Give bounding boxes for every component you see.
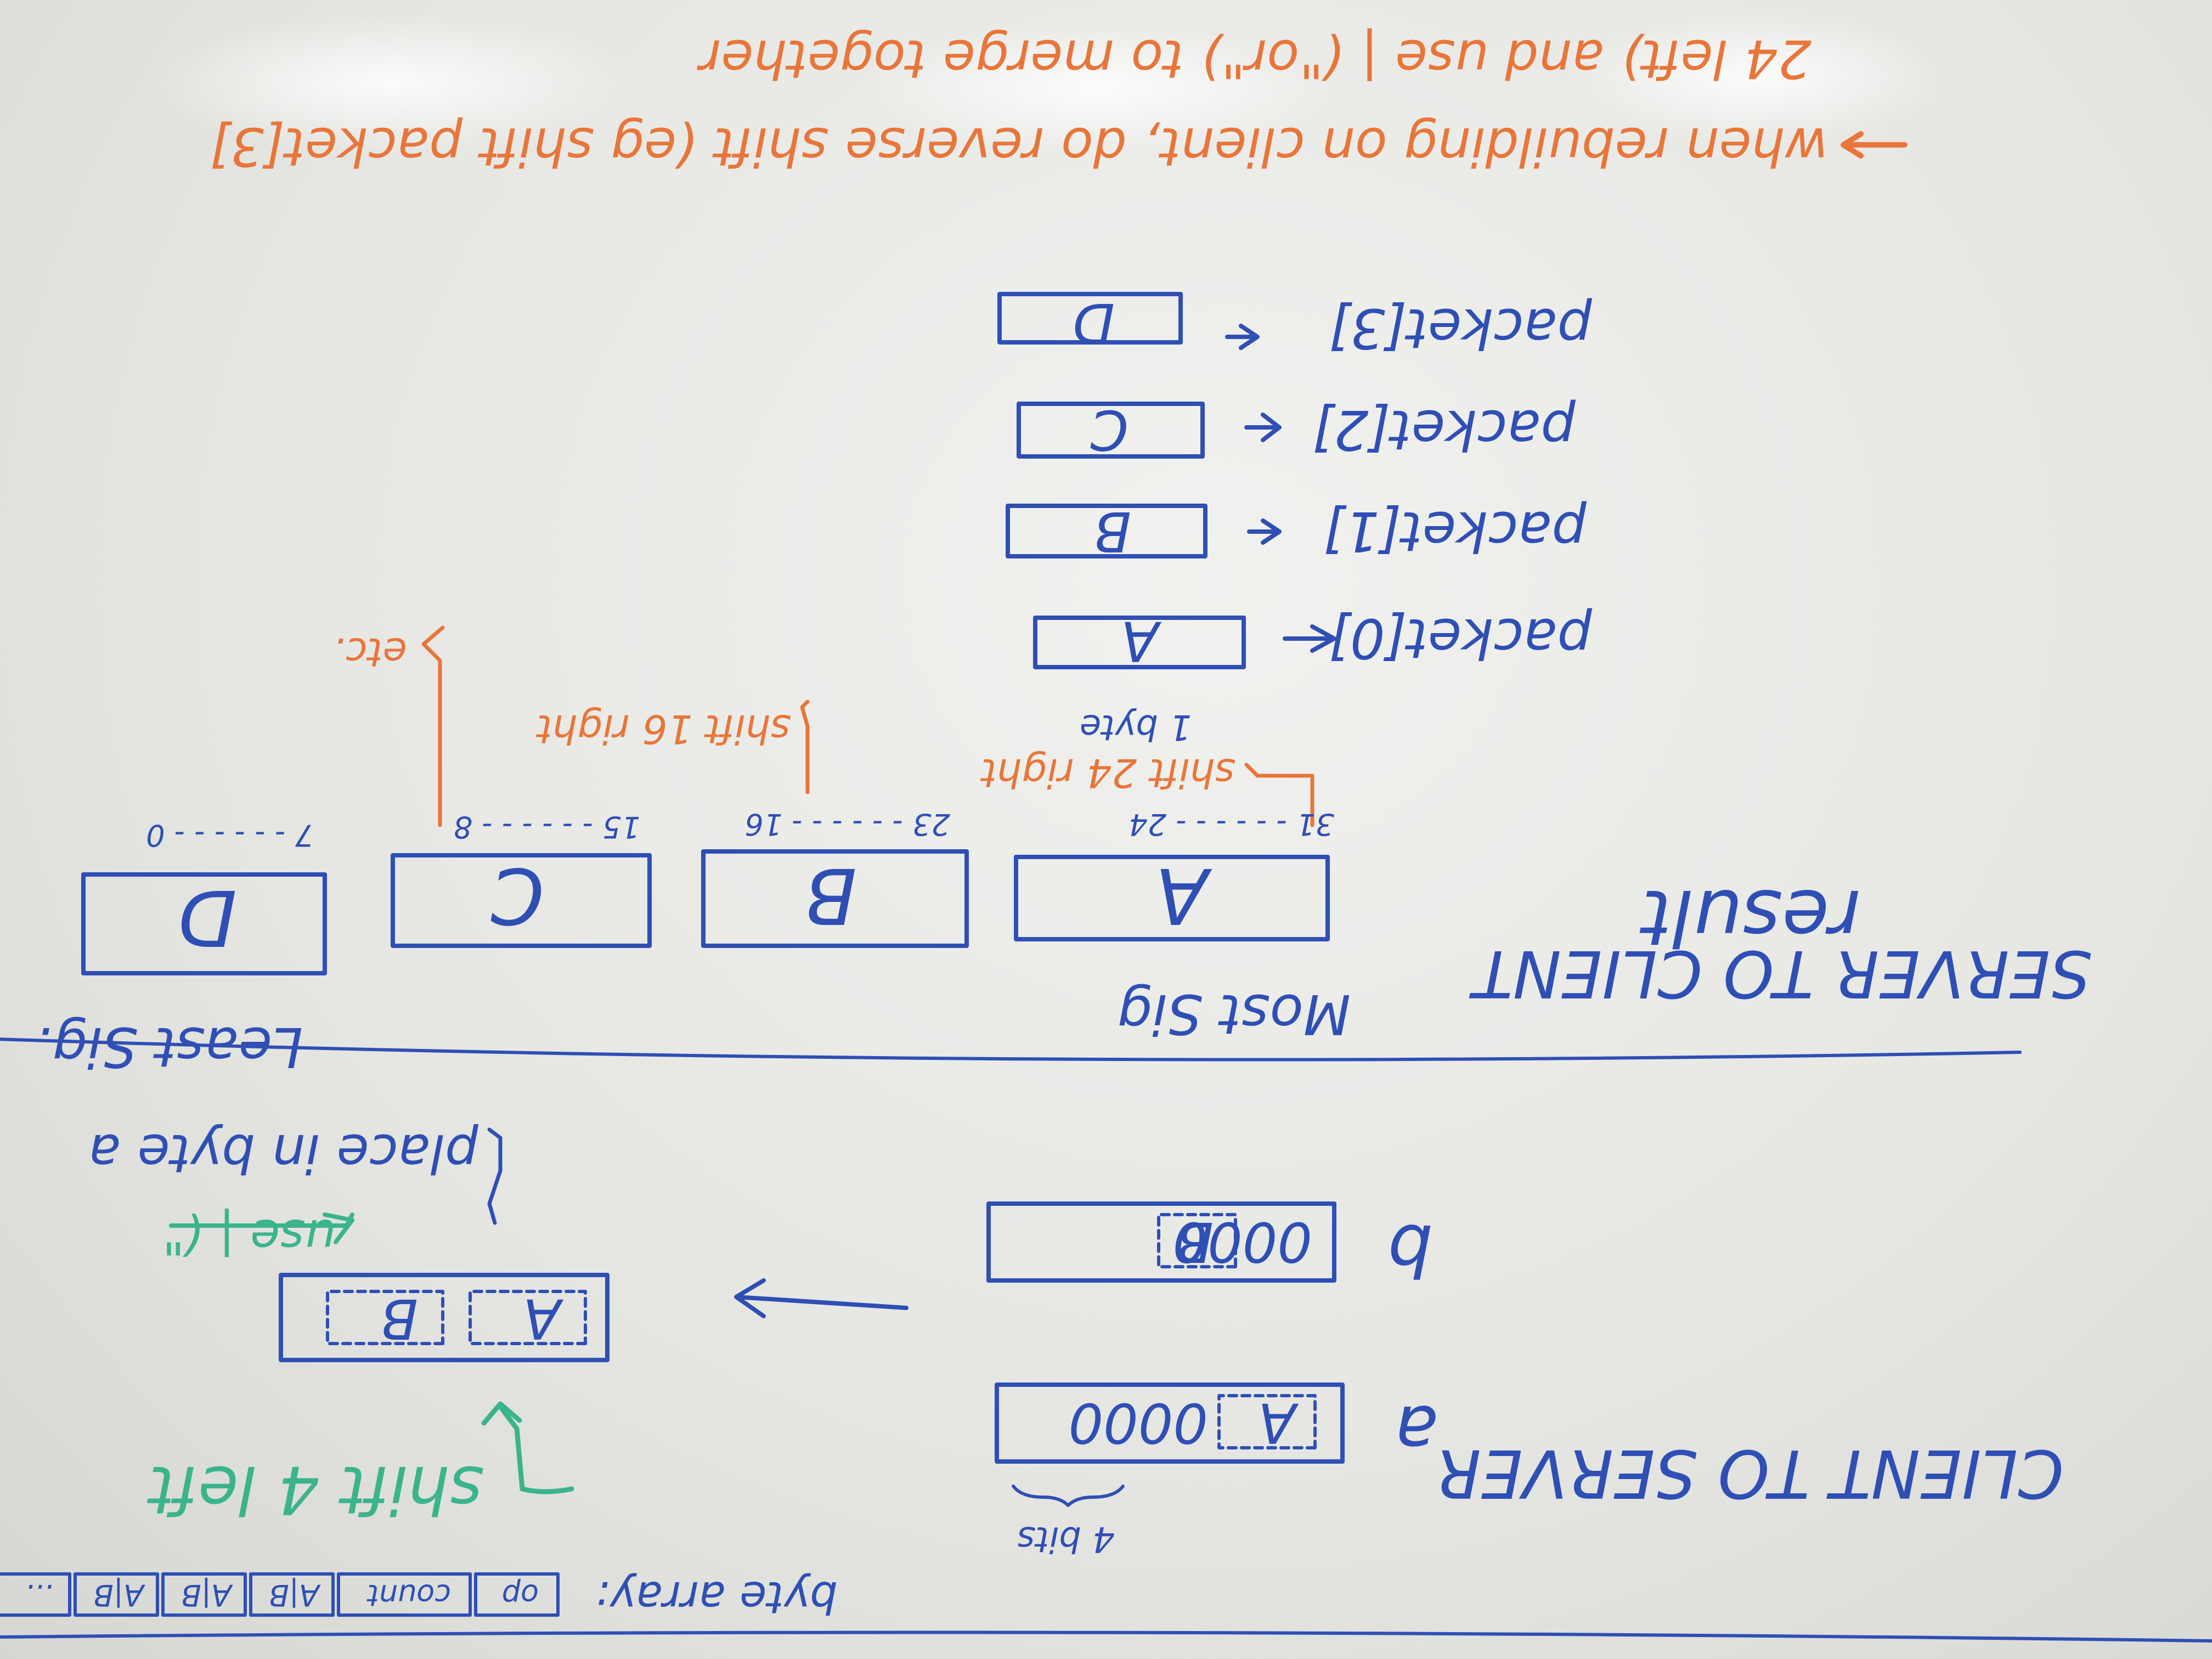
merge-arrow bbox=[734, 1278, 909, 1318]
nibble-b-zeros: 0000 bbox=[1173, 1210, 1313, 1274]
merged-a-dashed bbox=[469, 1290, 587, 1345]
shift-16-label: shift 16 right bbox=[535, 706, 791, 752]
packet-2-label: packet[2] bbox=[1312, 398, 1576, 462]
byte-cell-more bbox=[0, 1572, 71, 1617]
var-a-label: a bbox=[1395, 1390, 1438, 1473]
packet-0-box bbox=[1033, 616, 1246, 669]
use-or-label: use | (" bbox=[162, 1208, 336, 1265]
packet-3-label: packet[3] bbox=[1329, 296, 1593, 360]
merged-b-value: B bbox=[380, 1286, 418, 1351]
note-line-1: when rebuilding on client, do reverse sh… bbox=[210, 116, 1828, 177]
four-bits-brace bbox=[1012, 1485, 1125, 1507]
result-box-c bbox=[391, 853, 652, 948]
packet-0-arrow bbox=[1283, 624, 1336, 653]
etc-bracket bbox=[421, 625, 445, 827]
packet-0-label: packet[0] bbox=[1329, 606, 1593, 670]
result-box-a bbox=[1014, 855, 1330, 941]
merged-a-value: A bbox=[523, 1286, 564, 1351]
byte-cell-op-text: op bbox=[502, 1578, 539, 1612]
nibble-box-b bbox=[986, 1201, 1336, 1283]
packet-2-arrow bbox=[1244, 413, 1282, 442]
merged-box bbox=[279, 1273, 610, 1362]
result-box-b bbox=[701, 849, 969, 948]
packet-3-arrow bbox=[1225, 324, 1260, 350]
byte-cell-ab-2 bbox=[161, 1572, 247, 1617]
byte-cell-more-text: ... bbox=[25, 1578, 54, 1612]
byte-array-label: byte array: bbox=[595, 1572, 838, 1623]
etc-label: etc. bbox=[333, 629, 407, 675]
result-value-d: D bbox=[178, 872, 237, 962]
bit-range-d: 7 - - - - - - 0 bbox=[146, 818, 314, 853]
result-label: result bbox=[1639, 872, 1861, 962]
server-to-client-label: SERVER TO CLIENT bbox=[1469, 936, 2091, 1012]
four-bits-label: 4 bits bbox=[1017, 1519, 1115, 1559]
byte-cell-ab-1 bbox=[249, 1572, 335, 1617]
shift-24-label: shift 24 right bbox=[980, 750, 1235, 796]
byte-cell-op bbox=[474, 1572, 560, 1617]
note-arrow bbox=[1841, 131, 1908, 159]
packet-1-value: B bbox=[1093, 499, 1131, 563]
packet-1-label: packet[1] bbox=[1323, 499, 1587, 563]
one-byte-label: 1 byte bbox=[1080, 707, 1192, 747]
var-b-label: b bbox=[1387, 1209, 1433, 1292]
place-bracket bbox=[487, 1127, 503, 1225]
byte-cell-count bbox=[337, 1572, 472, 1617]
packet-1-box bbox=[1006, 504, 1207, 558]
place-in-byte-label: place in byte a bbox=[88, 1122, 479, 1184]
packet-2-value: C bbox=[1090, 398, 1128, 462]
bit-range-c: 15 - - - - - - 8 bbox=[454, 810, 640, 844]
merged-b-dashed bbox=[326, 1290, 444, 1345]
shift-4-arrow bbox=[481, 1401, 574, 1494]
packet-2-box bbox=[1017, 402, 1205, 459]
packet-3-box bbox=[997, 292, 1183, 345]
byte-cell-count-text: count bbox=[366, 1578, 451, 1612]
nibble-a-zeros: 0000 bbox=[1069, 1391, 1209, 1455]
divider-line bbox=[0, 1037, 2022, 1062]
result-value-b: B bbox=[804, 850, 857, 940]
bit-range-b: 23 - - - - - - 16 bbox=[745, 807, 951, 842]
nibble-box-a bbox=[995, 1383, 1345, 1464]
packet-0-value: A bbox=[1121, 609, 1162, 673]
bit-range-a: 31 - - - - - - 24 bbox=[1129, 807, 1335, 842]
bottom-edge-line bbox=[0, 1630, 2212, 1643]
byte-cell-ab-3 bbox=[74, 1572, 159, 1617]
note-line-2: 24 left) and use | ("or") to merge toget… bbox=[696, 27, 1812, 89]
byte-cell-ab-3-text: A|B bbox=[93, 1578, 145, 1612]
client-to-server-label: CLIENT TO SERVER bbox=[1435, 1435, 2064, 1511]
result-value-a: A bbox=[1155, 850, 1212, 940]
packet-1-arrow bbox=[1247, 518, 1282, 545]
packet-3-value: D bbox=[1073, 291, 1115, 355]
result-value-c: C bbox=[490, 850, 544, 940]
shift-24-bracket bbox=[1244, 763, 1314, 827]
use-or-arrow bbox=[169, 1212, 354, 1244]
least-sig-label: Least Sig. bbox=[35, 1015, 303, 1079]
shift-16-bracket bbox=[800, 699, 810, 794]
nibble-a-value: A bbox=[1259, 1391, 1299, 1455]
nibble-b-value: B bbox=[1176, 1210, 1214, 1274]
most-sig-label: Most Sig bbox=[1118, 982, 1351, 1046]
byte-cell-ab-2-text: A|B bbox=[181, 1578, 233, 1612]
result-box-d bbox=[81, 872, 327, 975]
nibble-a-dashed bbox=[1217, 1394, 1317, 1449]
shift-4-label: shift 4 left bbox=[147, 1451, 484, 1527]
byte-cell-ab-1-text: A|B bbox=[269, 1578, 321, 1612]
nibble-b-dashed bbox=[1157, 1213, 1237, 1268]
